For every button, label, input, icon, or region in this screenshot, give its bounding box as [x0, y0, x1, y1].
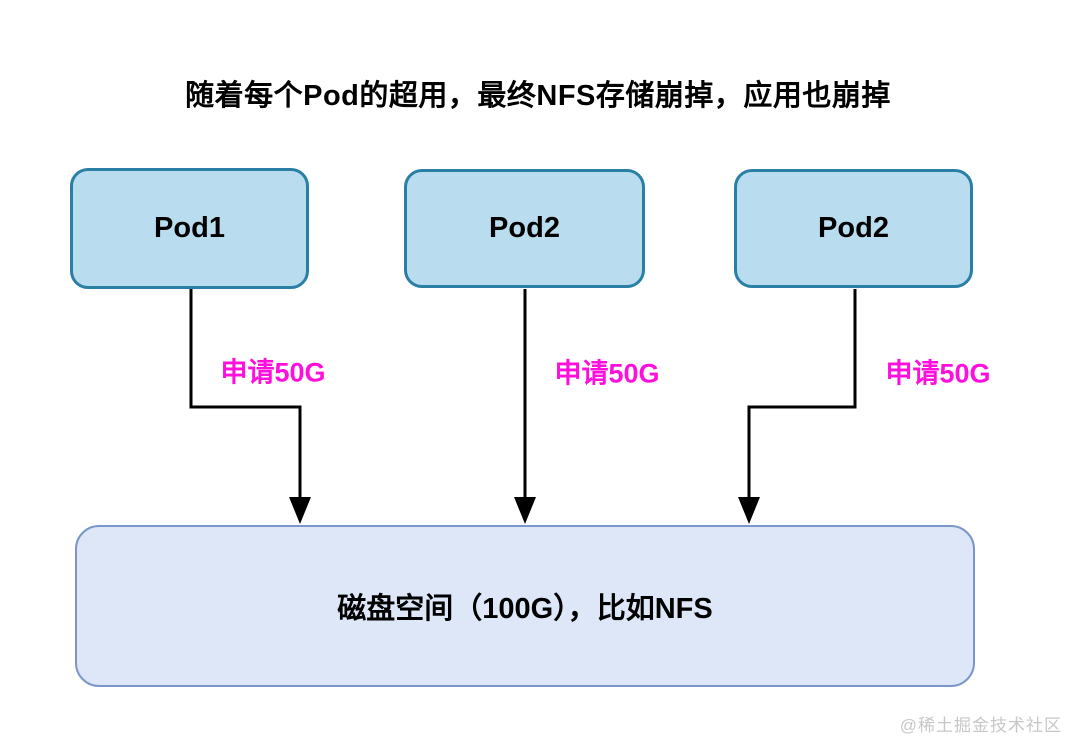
arrow-pod1-to-storage	[189, 289, 302, 500]
arrowhead-pod3-icon	[738, 497, 760, 524]
diagram-title: 随着每个Pod的超用，最终NFS存储崩掉，应用也崩掉	[185, 80, 891, 112]
storage-node-label: 磁盘空间（100G），比如NFS	[337, 593, 713, 625]
edge-label-pod3: 申请50G	[885, 358, 991, 389]
pod-node-2-label: Pod2	[489, 212, 560, 244]
pod-node-1-label: Pod1	[154, 212, 225, 244]
arrowhead-pod2-icon	[514, 497, 536, 524]
pod-node-2: Pod2	[404, 169, 645, 288]
arrowhead-pod1-icon	[289, 497, 311, 524]
edge-label-pod1: 申请50G	[220, 357, 326, 388]
storage-node: 磁盘空间（100G），比如NFS	[75, 525, 975, 687]
pod-node-1: Pod1	[70, 168, 309, 289]
pod-node-3: Pod2	[734, 169, 973, 288]
pod-node-3-label: Pod2	[818, 212, 889, 244]
watermark: @稀土掘金技术社区	[899, 716, 1062, 735]
edge-label-pod2: 申请50G	[554, 358, 660, 389]
arrow-pod3-to-storage	[747, 289, 857, 500]
